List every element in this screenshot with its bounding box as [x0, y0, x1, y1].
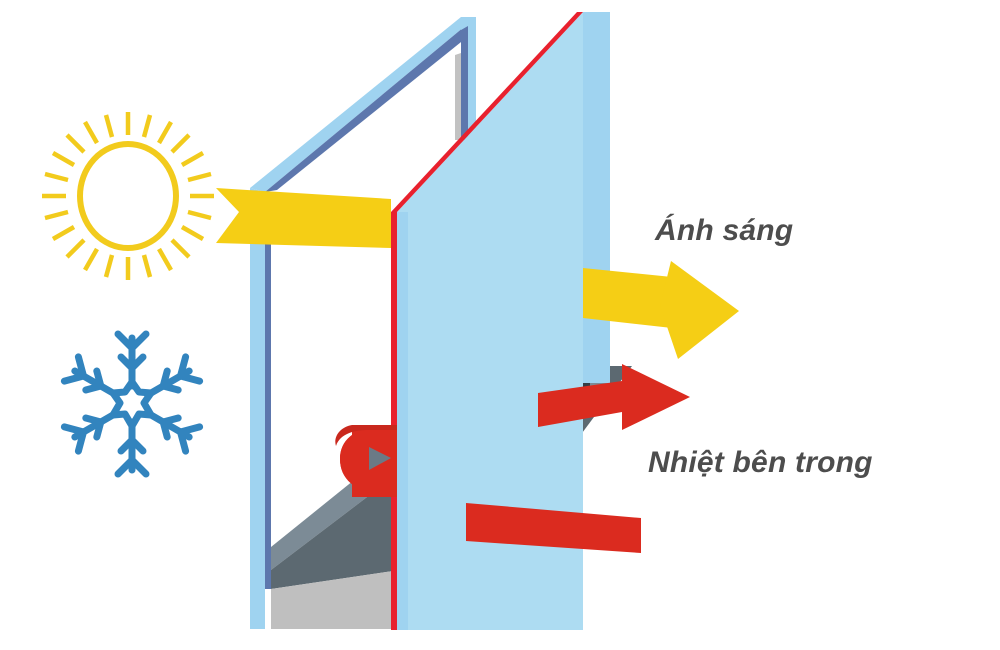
outer-pane-left-edge-dark	[265, 192, 271, 589]
snowflake-arm	[60, 353, 120, 399]
inner-pane-right-thickness-b	[577, 36, 581, 396]
outer-pane-top-edge-light	[250, 17, 476, 192]
sun-rays	[42, 112, 214, 280]
outgoing-light-shaft	[583, 268, 672, 328]
snowflake-icon	[60, 330, 204, 478]
sill-light-block	[271, 570, 400, 629]
outer-pane-right-edge-dark	[461, 26, 468, 140]
light-label: Ánh sáng	[655, 214, 794, 247]
heat-bar-body	[466, 503, 641, 553]
red-arrow-reflected-curl	[335, 424, 397, 497]
inner-pane-left-thickness	[397, 212, 408, 630]
inner-pane-glass-face	[397, 12, 583, 630]
red-arrow-bar	[466, 503, 641, 553]
incoming-light-beam-tail	[216, 188, 239, 243]
snowflake-arm	[114, 418, 150, 478]
inner-pane-red-top-diagonal	[391, 12, 583, 212]
heat-label: Nhiệt bên trong	[648, 446, 873, 479]
outer-pane-left-edge-light	[250, 188, 265, 629]
snowflake-arm	[60, 409, 120, 455]
heat-arrow-shaft	[538, 381, 622, 427]
curl-top-lip	[335, 425, 397, 446]
sill-diagonal-dark	[271, 472, 400, 589]
snowflake-center	[109, 378, 155, 430]
inner-pane-right-thickness	[583, 12, 610, 383]
snowflake-arm	[144, 409, 204, 455]
curl-arrow-notch	[369, 447, 391, 470]
outgoing-light-head	[660, 261, 739, 359]
yellow-arrow-outgoing	[583, 261, 739, 359]
sun-disc	[77, 141, 179, 251]
inner-pane-red-left-line	[391, 212, 397, 630]
outer-pane-right-sliver	[455, 53, 461, 140]
snowflake-arms	[60, 330, 204, 478]
snowflake-arm	[114, 330, 150, 390]
outer-pane-top-edge-dark	[265, 17, 476, 192]
incoming-light-beam	[216, 188, 391, 248]
yellow-arrow-incoming	[216, 188, 391, 248]
snowflake-arm	[144, 353, 204, 399]
sun-icon	[42, 112, 214, 280]
red-arrow-outgoing	[538, 364, 690, 430]
heat-arrow-head	[622, 364, 690, 430]
